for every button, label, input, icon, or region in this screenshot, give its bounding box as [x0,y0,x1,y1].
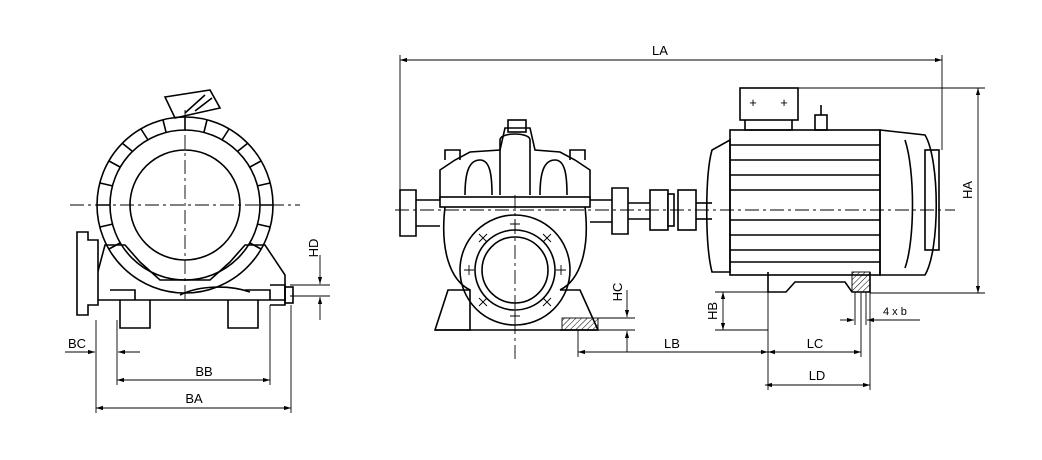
pump-upper-casing [439,127,591,200]
dim-label-ld: LD [809,368,826,383]
side-view-dimensions: LA HA HB HC LB LC LD 4 x [399,43,985,390]
dim-label-ha: HA [960,181,975,199]
dim-label-bb: BB [195,364,212,379]
end-view-dimensions: HD BC BB BA [65,239,330,413]
dim-label-bc: BC [68,336,86,351]
fan-cover [879,129,937,276]
right-flange [611,187,629,235]
pump-feet [433,289,471,331]
dim-label-lb: LB [664,336,680,351]
pump-volute [442,206,471,291]
dim-label-hc: HC [610,283,625,302]
motor-terminal-box [739,87,799,121]
terminal-box [163,89,222,119]
motor-body [705,138,731,273]
terminal-mark-1: + [749,95,757,110]
end-view [70,89,300,329]
terminal-mark-2: + [780,95,788,110]
side-view: + + [395,87,955,360]
suction-flange [76,231,99,316]
dim-label-bolt: 4 x b [883,306,907,318]
dim-label-ba: BA [185,391,203,406]
left-flange [399,189,417,237]
dim-label-la: LA [652,43,668,58]
dim-label-hb: HB [705,302,720,320]
dim-label-lc: LC [807,336,824,351]
motor-fins [730,144,880,263]
dim-label-hd: HD [306,239,321,258]
pump-base [96,244,286,301]
